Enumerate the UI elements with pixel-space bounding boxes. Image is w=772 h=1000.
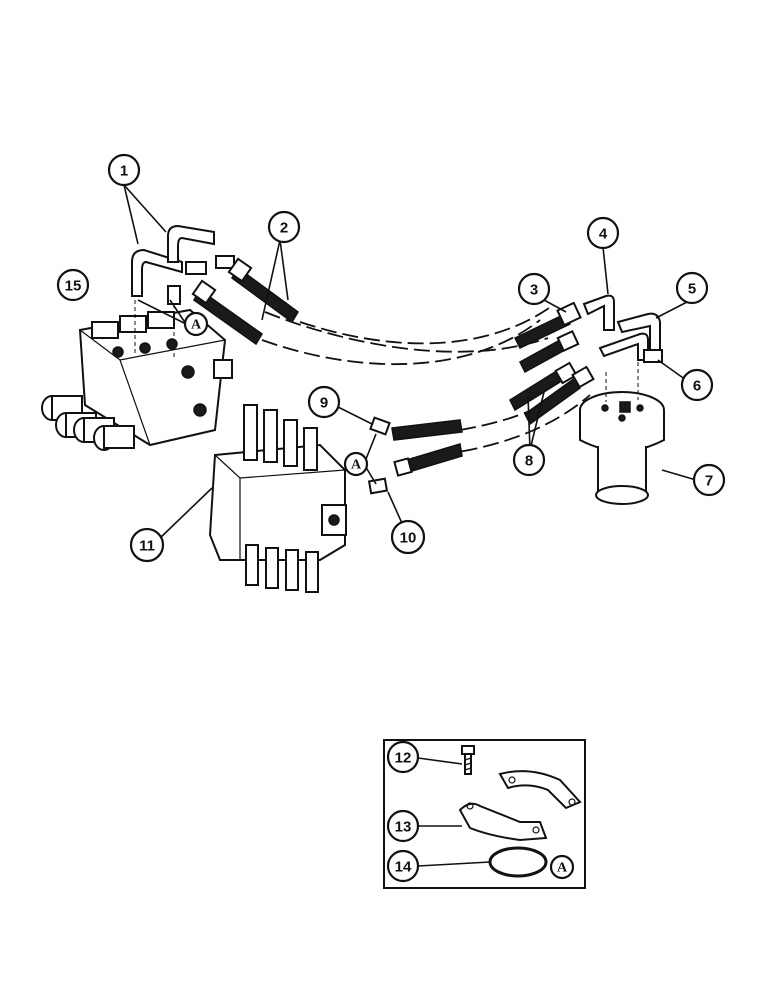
callout-9: 9: [307, 385, 341, 419]
callout-5: 5: [675, 271, 709, 305]
svg-text:4: 4: [599, 226, 608, 243]
callout-8: 8: [512, 443, 546, 477]
callout-4: 4: [586, 216, 620, 250]
svg-text:5: 5: [688, 281, 696, 298]
svg-text:7: 7: [705, 473, 713, 490]
svg-text:A: A: [351, 458, 362, 473]
callout-14: 14: [386, 849, 420, 883]
callout-10: 10: [390, 519, 426, 555]
svg-text:A: A: [191, 318, 202, 333]
svg-text:9: 9: [320, 395, 328, 412]
svg-text:8: 8: [525, 453, 533, 470]
svg-text:3: 3: [530, 282, 538, 299]
callout-3: 3: [517, 272, 551, 306]
reference-marker-a-center: A: [343, 451, 369, 477]
swivel-7: [579, 362, 665, 505]
reference-marker-a-inset: A: [549, 854, 575, 880]
svg-text:A: A: [557, 861, 568, 876]
adapter-fittings-9-10: [367, 416, 463, 495]
control-valve-11: [208, 404, 355, 593]
svg-text:6: 6: [693, 378, 701, 395]
callout-11: 11: [129, 527, 165, 563]
callout-6: 6: [680, 368, 714, 402]
svg-text:14: 14: [395, 859, 412, 876]
svg-text:2: 2: [280, 220, 288, 237]
callout-12: 12: [386, 740, 420, 774]
control-valve-15: [41, 285, 233, 451]
callout-13: 13: [386, 809, 420, 843]
svg-text:13: 13: [395, 819, 412, 836]
svg-text:10: 10: [400, 530, 417, 547]
callout-15: 15: [56, 268, 90, 302]
svg-text:1: 1: [120, 163, 128, 180]
callout-1: 1: [107, 153, 141, 187]
svg-text:11: 11: [139, 538, 155, 555]
reference-marker-a-left: A: [183, 311, 209, 337]
leader-lines: [123, 184, 697, 541]
svg-text:15: 15: [65, 278, 82, 295]
hose-fittings-2: [191, 257, 299, 346]
callout-7: 7: [692, 463, 726, 497]
tube-elbows-1: [131, 224, 235, 297]
callout-2: 2: [267, 210, 301, 244]
svg-text:12: 12: [395, 750, 412, 767]
